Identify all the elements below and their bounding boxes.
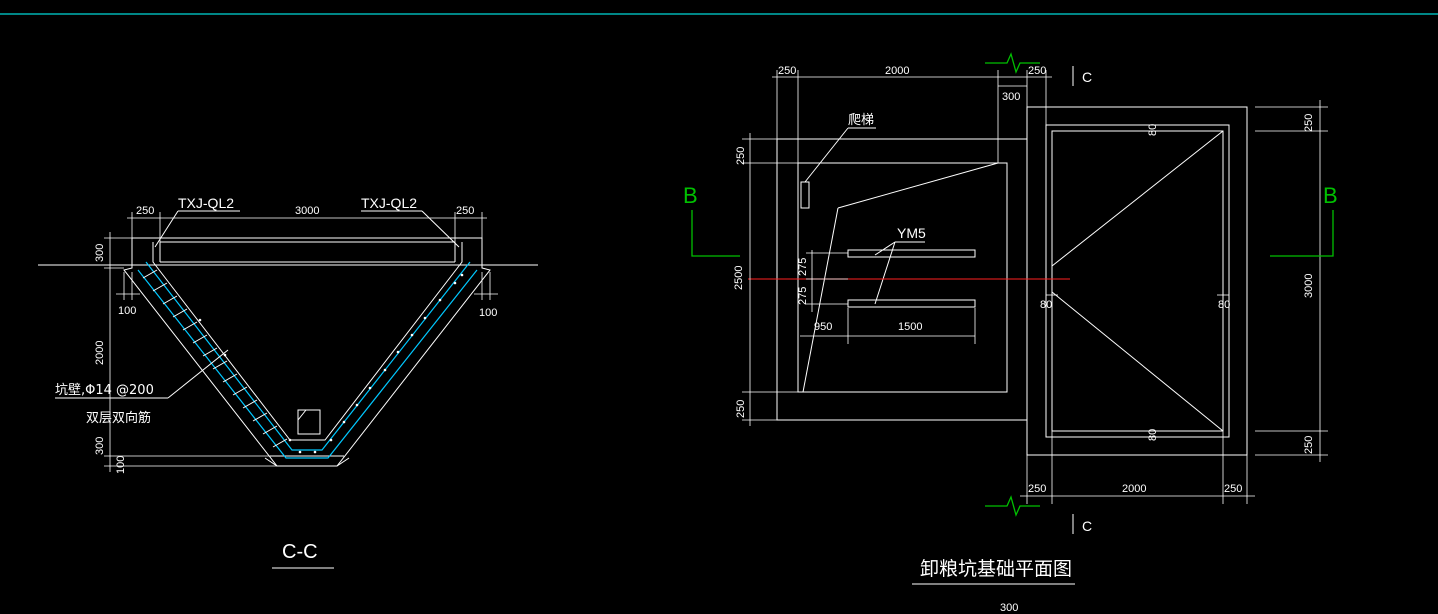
- dim-100-left-bottom: 100: [115, 456, 127, 474]
- dim-250-left: 250: [136, 205, 154, 217]
- sump-box: [297, 409, 321, 435]
- dim-80-right: 80: [1218, 299, 1230, 311]
- dim-80-left: 80: [1040, 299, 1052, 311]
- dim-100-left: 100: [118, 305, 136, 317]
- ladder-symbol: [800, 181, 810, 209]
- pit-inner-outline: [152, 242, 463, 441]
- foundation-plan: 爬梯 YM5 275 275 950 1500 250 2000 250 300: [683, 52, 1338, 614]
- dim-top-250-right: 250: [1028, 65, 1046, 77]
- dim-250-right: 250: [456, 205, 474, 217]
- section-mark-c-top: C: [1082, 69, 1092, 85]
- rebar-dots-right: [198, 273, 464, 454]
- dim-300-left-bottom: 300: [94, 437, 106, 455]
- dim-right-250-top: 250: [1303, 114, 1315, 132]
- hopper-rim-outer: [1045, 124, 1230, 438]
- dim-950: 950: [814, 321, 832, 333]
- dim-300-left: 300: [94, 244, 106, 262]
- section-mark-b-right: B: [1323, 183, 1338, 208]
- section-cc-title: C-C: [282, 541, 318, 563]
- ring-beam-label-left: TXJ-QL2: [178, 195, 234, 211]
- dim-100-right: 100: [479, 307, 497, 319]
- ring-beam-label-right: TXJ-QL2: [361, 195, 417, 211]
- section-cc: 250 3000 250 TXJ-QL2 TXJ-QL2 300 2000 30…: [38, 195, 538, 569]
- dim-300-top: 300: [1002, 91, 1020, 103]
- dim-bottom-250-left: 250: [1028, 483, 1046, 495]
- hopper-rim-inner: [1051, 130, 1224, 432]
- dim-left-250-bottom: 250: [735, 400, 747, 418]
- rebar-ties-left: [142, 269, 288, 448]
- dim-bottom-250-right: 250: [1224, 483, 1242, 495]
- section-cut-b-right: [1270, 210, 1334, 257]
- rebar-inner: [145, 261, 471, 451]
- dim-bottom-300: 300: [1000, 602, 1018, 614]
- break-line-top: [985, 52, 1040, 74]
- dim-top-250-left: 250: [778, 65, 796, 77]
- break-line-bottom: [985, 495, 1040, 517]
- section-cut-b-left: [691, 210, 740, 257]
- embedded-plate-bottom: [847, 299, 976, 308]
- section-mark-c-bottom: C: [1082, 518, 1092, 534]
- section-mark-b-left: B: [683, 183, 698, 208]
- pit-outer-outline: [123, 238, 491, 467]
- dim-2000-left: 2000: [94, 341, 106, 365]
- dim-3000: 3000: [295, 205, 319, 217]
- pit-inner-wall: [797, 162, 1008, 393]
- top-ring-beam: [131, 237, 483, 266]
- rebar-note-line2: 双层双向筋: [86, 410, 151, 426]
- rebar-note-line1: 坑壁,Φ14 @200: [55, 383, 154, 398]
- dim-1500: 1500: [898, 321, 922, 333]
- dim-80-top: 80: [1147, 124, 1159, 136]
- dim-275-top: 275: [797, 258, 809, 276]
- rebar-outer: [137, 269, 478, 459]
- base-slab: [264, 457, 350, 467]
- dim-left-2500: 2500: [733, 266, 745, 290]
- dim-left-250-top: 250: [735, 147, 747, 165]
- embedded-plate-top: [847, 249, 976, 258]
- dim-right-250-bottom: 250: [1303, 436, 1315, 454]
- dim-bottom-2000: 2000: [1122, 483, 1146, 495]
- ladder-label: 爬梯: [848, 113, 874, 128]
- dim-top-2000: 2000: [885, 65, 909, 77]
- hopper-outer: [1026, 106, 1248, 456]
- plan-title: 卸粮坑基础平面图: [920, 558, 1072, 580]
- dim-80-bottom: 80: [1147, 429, 1159, 441]
- ym5-label: YM5: [897, 225, 926, 241]
- dim-right-3000: 3000: [1303, 274, 1315, 298]
- dim-275-bottom: 275: [797, 287, 809, 305]
